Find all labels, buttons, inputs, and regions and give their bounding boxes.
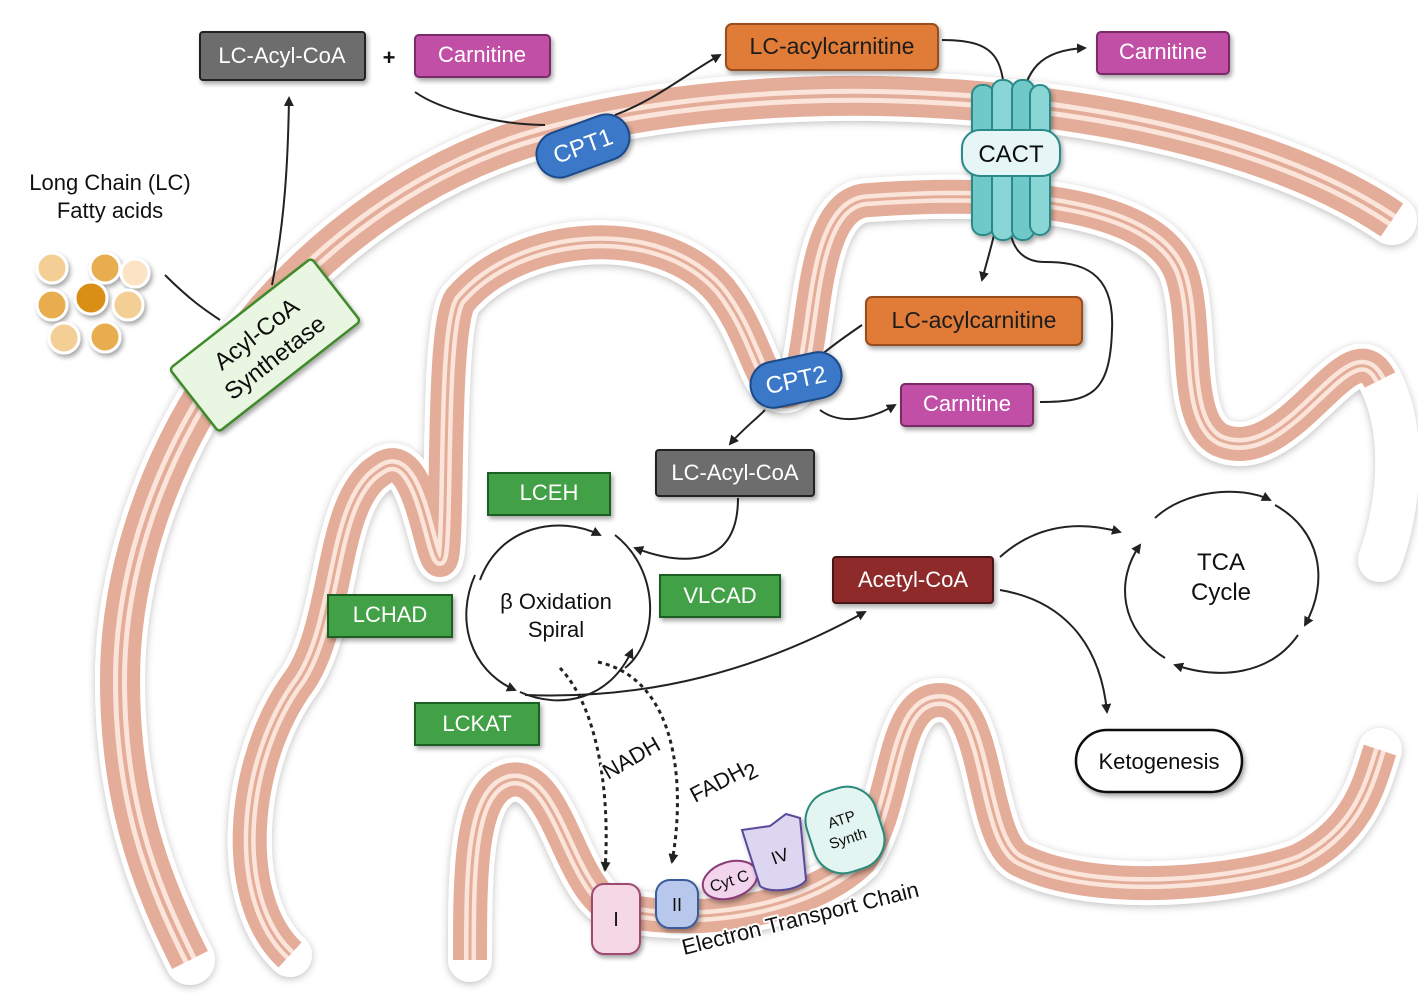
spiral-arc-right (614, 534, 651, 669)
lc-acylcarnitine-top-box[interactable]: LC-acylcarnitine (725, 23, 939, 71)
lc-acylcarnitine-inner-label: LC-acylcarnitine (892, 307, 1057, 333)
tca-arc-2 (1274, 504, 1320, 627)
arrow-synthetase-to-acylcoa (271, 96, 294, 286)
lc-fatty-acids-label-line1: Long Chain (LC) (29, 170, 190, 195)
cact-label: CACT (978, 141, 1044, 168)
ketogenesis-box[interactable]: Ketogenesis (1074, 728, 1244, 794)
beta-oxidation-label-line1: β Oxidation (500, 589, 612, 614)
lceh-enzyme[interactable]: LCEH (487, 472, 611, 516)
carnitine-right-box[interactable]: Carnitine (1096, 31, 1230, 75)
arrow-lcacylcoa-to-spiral (633, 497, 739, 560)
cact-transporter[interactable]: CACT (961, 79, 1061, 241)
complex-ii-label: II (672, 895, 682, 915)
arrow-acetylcoa-to-tca (999, 525, 1122, 558)
carnitine-right-label: Carnitine (1119, 39, 1207, 64)
arrow-spiral-to-acetylcoa (524, 611, 867, 697)
lc-acyl-coa-top-box[interactable]: LC-Acyl-CoA (199, 31, 366, 81)
lc-acyl-coa-inner-box[interactable]: LC-Acyl-CoA (655, 449, 815, 497)
fatty-acid-dot (35, 251, 69, 285)
arrow-carnitine-to-cpt1 (414, 91, 546, 126)
carnitine-inner-box[interactable]: Carnitine (900, 383, 1034, 427)
etc-complex-ii[interactable]: II (655, 879, 699, 929)
fatty-acid-dot (47, 321, 81, 355)
carnitine-top-box[interactable]: Carnitine (414, 34, 551, 78)
outer-membrane (94, 70, 1417, 985)
fatty-acid-dot (88, 251, 122, 285)
complex-iv-label: IV (769, 844, 792, 869)
lchad-enzyme[interactable]: LCHAD (327, 594, 453, 638)
spiral-arc-bottom (519, 648, 634, 702)
tca-label-line1: TCA (1197, 549, 1245, 576)
tca-arc-1 (1154, 490, 1272, 519)
arrow-fa-to-synthetase (164, 274, 221, 321)
lc-acylcarnitine-inner-box[interactable]: LC-acylcarnitine (865, 296, 1083, 346)
carnitine-top-label: Carnitine (438, 42, 526, 67)
fatty-acid-dot (73, 280, 109, 316)
complex-i-label: I (613, 909, 619, 931)
fatty-acid-dot (111, 288, 145, 322)
nadh-label: NADH (598, 732, 664, 785)
etc-complex-i[interactable]: I (591, 883, 641, 955)
plus-sign: + (383, 45, 396, 70)
lc-fatty-acids-label-line2: Fatty acids (57, 198, 163, 223)
arrow-cpt2-to-carnitine (819, 403, 897, 421)
vlcad-label: VLCAD (683, 583, 756, 608)
fatty-acid-dot (88, 320, 122, 354)
beta-oxidation-label-line2: Spiral (528, 617, 584, 642)
tca-arc-4 (1124, 543, 1166, 659)
arrow-cpt1-to-lcacylcarnitine (614, 54, 722, 116)
carnitine-inner-label: Carnitine (923, 391, 1011, 416)
inner-membrane-lower (448, 677, 1402, 982)
lckat-label: LCKAT (442, 711, 511, 736)
lckat-enzyme[interactable]: LCKAT (414, 702, 540, 746)
lc-acyl-coa-inner-label: LC-Acyl-CoA (671, 460, 798, 485)
vlcad-enzyme[interactable]: VLCAD (659, 574, 781, 618)
fatty-acid-dot (35, 288, 69, 322)
cpt2-enzyme[interactable]: CPT2 (746, 348, 846, 412)
arrow-carnitine-return (1009, 229, 1114, 403)
cpt1-enzyme[interactable]: CPT1 (530, 108, 636, 184)
lchad-label: LCHAD (353, 602, 428, 627)
fatty-acid-dot (119, 257, 151, 289)
lc-acylcarnitine-top-label: LC-acylcarnitine (750, 33, 915, 59)
acetyl-coa-label: Acetyl-CoA (858, 567, 968, 592)
etc-atp-synthase[interactable]: ATP Synth (798, 779, 892, 881)
lc-acyl-coa-top-label: LC-Acyl-CoA (218, 43, 345, 68)
etc-complex-iv[interactable]: IV (740, 812, 808, 892)
fadh2-label-group: FADH 2 (684, 756, 765, 810)
fatty-acid-cluster (35, 251, 151, 355)
spiral-arc-top (479, 524, 602, 581)
spiral-arc-left (465, 574, 517, 692)
tca-arc-3 (1173, 634, 1299, 674)
inner-membrane (227, 174, 1418, 977)
arrow-acetylcoa-to-ketogenesis (999, 589, 1112, 714)
lceh-label: LCEH (520, 480, 579, 505)
arrow-cpt2-to-lcacylcoa (728, 409, 766, 446)
arrow-fadh2 (597, 660, 679, 864)
arrow-nadh (558, 666, 611, 872)
tca-label-line2: Cycle (1191, 579, 1251, 606)
ketogenesis-label: Ketogenesis (1098, 749, 1219, 774)
acetyl-coa-box[interactable]: Acetyl-CoA (832, 556, 994, 604)
